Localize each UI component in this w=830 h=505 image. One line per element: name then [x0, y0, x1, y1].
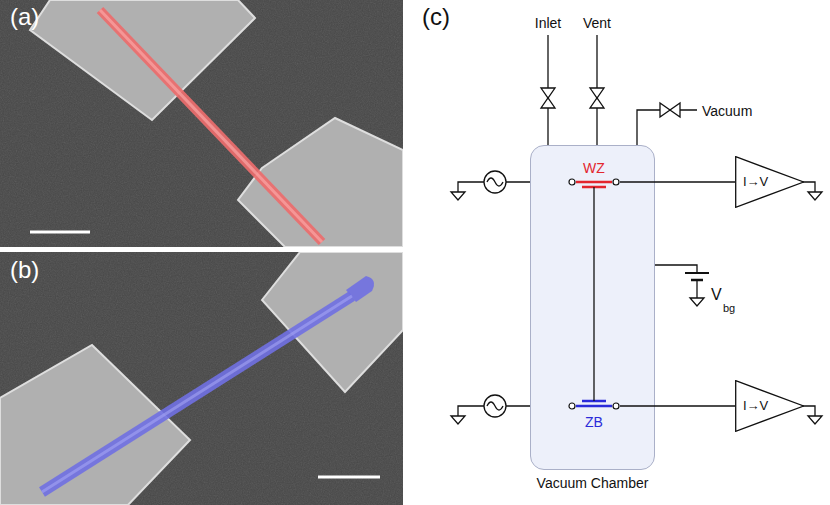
valve-label: Vacuum	[702, 103, 752, 119]
sem-image	[0, 0, 403, 247]
amplifier-triangle: I→V	[735, 156, 804, 208]
panel-label: (b)	[10, 256, 39, 283]
amplifier-triangle: I→V	[735, 380, 804, 432]
valve-label: Vacuum	[702, 102, 752, 120]
panel-label: (c)	[422, 4, 450, 30]
vacuum-chamber: Vacuum ChamberWZZB	[530, 145, 655, 470]
panel-label: (b)	[10, 257, 39, 283]
nanowire-device: WZ	[568, 160, 620, 194]
valve-label: Inlet	[535, 15, 561, 31]
nanowire	[100, 10, 322, 242]
scale-bar	[318, 476, 380, 479]
circuit-wire	[620, 405, 735, 406]
voltage-symbol: V	[711, 286, 722, 303]
device-label: WZ	[583, 160, 605, 176]
nanowire-device: ZB	[568, 398, 620, 430]
panel-label: (a)	[10, 4, 39, 30]
voltage-subscript: bg	[723, 302, 735, 314]
nanowire	[100, 10, 322, 242]
electrode-pad	[262, 252, 403, 392]
panel-label: (a)	[10, 3, 39, 30]
voltage-symbol: V	[711, 286, 722, 304]
valve-label: Vent	[583, 14, 611, 32]
circuit-wire	[620, 181, 735, 182]
circuit-wire	[593, 194, 594, 398]
scale-bar	[30, 231, 90, 234]
valve-label: Vent	[583, 15, 611, 31]
sem-image	[0, 252, 403, 505]
valve-label: Inlet	[535, 14, 561, 32]
electrode-pad	[0, 345, 190, 505]
amplifier-label: I→V	[743, 398, 768, 414]
chamber-label: Vacuum Chamber	[537, 475, 649, 491]
device-label: ZB	[585, 414, 603, 430]
voltage-subscript: bg	[723, 298, 735, 316]
nanowire	[42, 296, 352, 492]
nanowire	[42, 296, 352, 492]
panel-label: (c)	[422, 3, 450, 30]
amplifier-label: I→V	[743, 174, 768, 190]
